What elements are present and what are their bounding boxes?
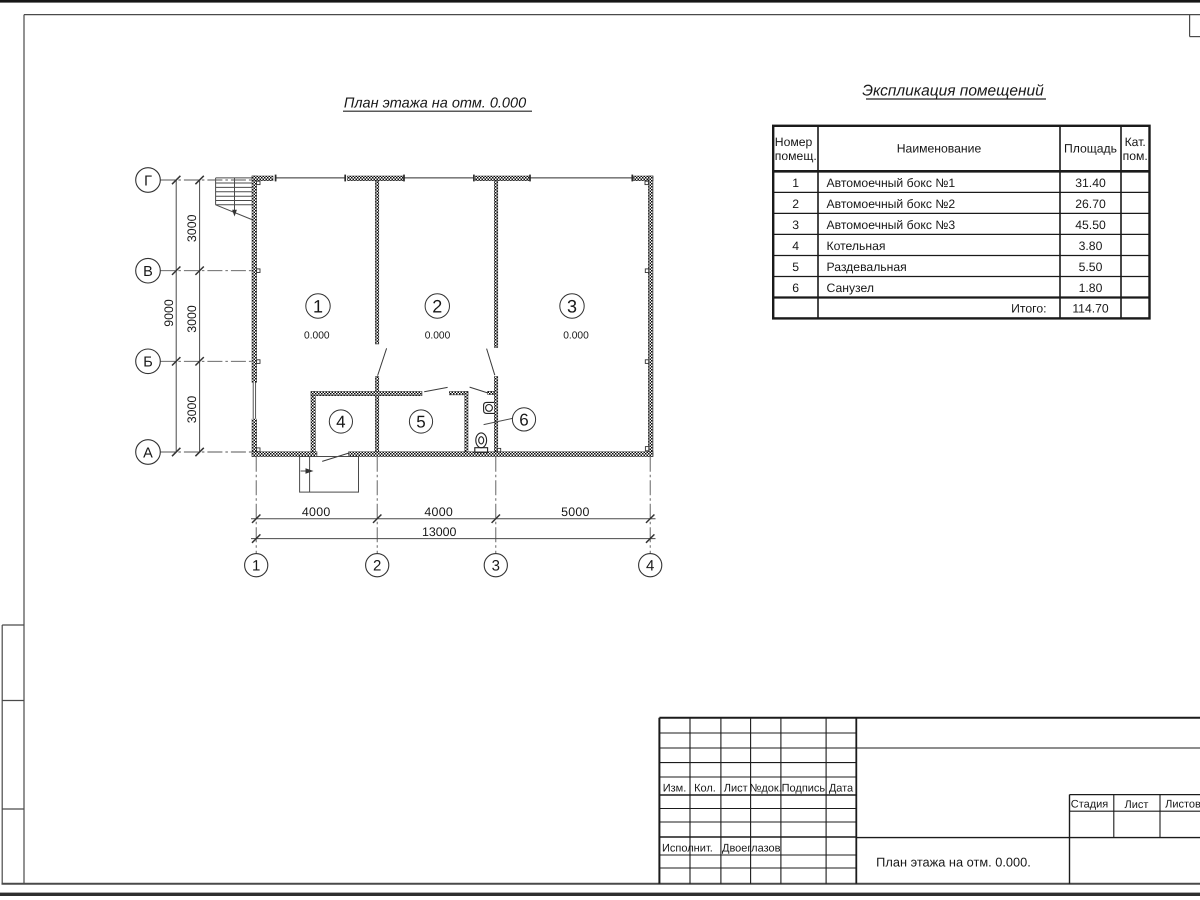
svg-text:Стадия: Стадия	[1071, 799, 1109, 811]
svg-text:Раздевальная: Раздевальная	[827, 260, 907, 274]
svg-text:4000: 4000	[424, 505, 453, 519]
svg-text:4: 4	[646, 558, 654, 575]
svg-text:4000: 4000	[302, 505, 331, 519]
svg-text:Г: Г	[144, 173, 152, 189]
svg-text:0.000: 0.000	[304, 331, 330, 342]
svg-text:Изм.: Изм.	[663, 782, 687, 794]
svg-text:26.70: 26.70	[1075, 197, 1106, 211]
svg-text:6: 6	[519, 411, 528, 430]
svg-text:2: 2	[373, 558, 381, 575]
svg-text:План этажа на отм. 0.000: План этажа на отм. 0.000	[344, 96, 526, 112]
svg-text:Лист: Лист	[1125, 799, 1149, 811]
svg-text:3000: 3000	[185, 396, 199, 424]
svg-text:4: 4	[336, 413, 345, 432]
svg-text:Дата: Дата	[829, 782, 854, 794]
svg-text:4: 4	[792, 239, 799, 253]
svg-text:пом.: пом.	[1123, 149, 1148, 163]
svg-text:5: 5	[792, 260, 799, 274]
svg-text:1.80: 1.80	[1079, 281, 1103, 295]
svg-text:2: 2	[432, 297, 442, 317]
svg-text:1: 1	[792, 176, 799, 190]
svg-text:114.70: 114.70	[1072, 302, 1109, 316]
svg-text:3: 3	[567, 297, 577, 317]
svg-text:Площадь: Площадь	[1064, 142, 1117, 156]
svg-text:Экспликация помещений: Экспликация помещений	[862, 83, 1044, 100]
svg-text:А: А	[143, 445, 153, 461]
svg-text:3.80: 3.80	[1079, 239, 1103, 253]
svg-text:Санузел: Санузел	[827, 281, 874, 295]
svg-text:5: 5	[416, 413, 425, 432]
svg-text:Б: Б	[143, 355, 153, 371]
svg-text:Лист: Лист	[724, 782, 748, 794]
svg-text:Автомоечный бокс №1: Автомоечный бокс №1	[827, 176, 956, 190]
svg-text:План этажа на отм. 0.000.: План этажа на отм. 0.000.	[876, 855, 1031, 870]
svg-text:45.50: 45.50	[1075, 218, 1106, 232]
svg-text:Исполнит.: Исполнит.	[662, 843, 713, 855]
svg-text:5.50: 5.50	[1079, 260, 1103, 274]
svg-text:Кол.: Кол.	[694, 782, 716, 794]
svg-text:Подпись: Подпись	[782, 782, 826, 794]
svg-text:Автомоечный бокс №2: Автомоечный бокс №2	[827, 197, 956, 211]
svg-text:9000: 9000	[162, 299, 176, 327]
svg-text:Котельная: Котельная	[827, 239, 886, 253]
svg-text:№док.: №док.	[750, 782, 782, 794]
svg-text:3000: 3000	[185, 214, 199, 242]
svg-text:Номер: Номер	[775, 135, 813, 149]
svg-text:0.000: 0.000	[425, 331, 451, 342]
svg-text:Кат.: Кат.	[1125, 135, 1146, 149]
svg-text:3000: 3000	[185, 305, 199, 333]
svg-text:1: 1	[313, 297, 323, 317]
svg-text:3: 3	[792, 218, 799, 232]
svg-text:Итого:: Итого:	[1011, 302, 1046, 316]
svg-text:Листов: Листов	[1165, 799, 1200, 811]
svg-text:31.40: 31.40	[1075, 176, 1106, 190]
svg-text:5000: 5000	[561, 505, 590, 519]
svg-text:2: 2	[792, 197, 799, 211]
svg-text:В: В	[143, 264, 153, 280]
svg-text:3: 3	[492, 558, 500, 575]
svg-text:Автомоечный бокс №3: Автомоечный бокс №3	[827, 218, 956, 232]
svg-text:13000: 13000	[422, 525, 457, 539]
svg-text:6: 6	[792, 281, 799, 295]
svg-text:Двоеглазов: Двоеглазов	[722, 843, 781, 855]
svg-text:1: 1	[252, 558, 260, 575]
svg-text:помещ.: помещ.	[775, 149, 817, 163]
svg-text:Наименование: Наименование	[897, 142, 982, 156]
svg-text:0.000: 0.000	[563, 331, 589, 342]
